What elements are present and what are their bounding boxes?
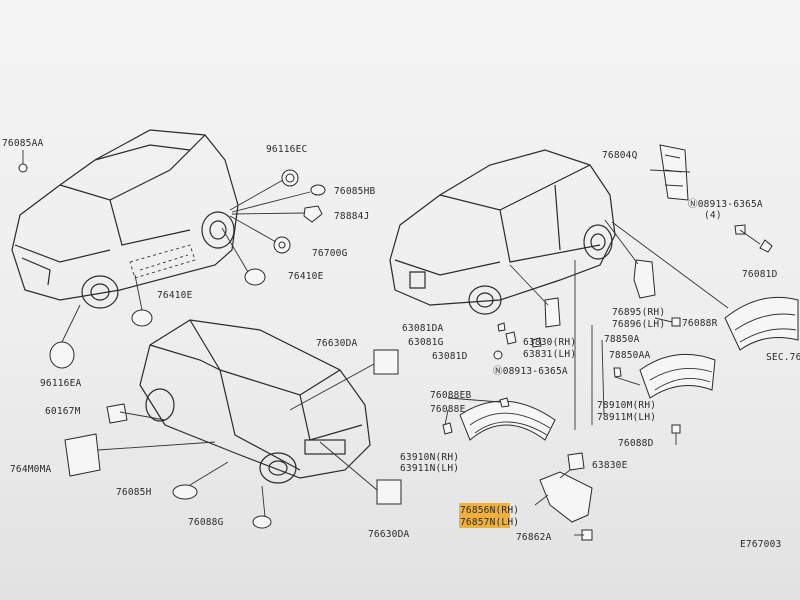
label-76088G: 76088G — [188, 517, 224, 528]
plug-76085HB — [310, 184, 326, 196]
label-78911MLH: 78911M(LH) — [597, 412, 656, 423]
label-76856NRH: 76856N(RH) — [460, 505, 519, 516]
label-76630DA-b: 76630DA — [368, 529, 410, 540]
label-76088R: 76088R — [682, 318, 718, 329]
label-76085HB: 76085HB — [334, 186, 376, 197]
label-63830RH: 63830(RH) — [523, 337, 576, 348]
plug-76410E-a — [244, 268, 266, 286]
pad-76630DA-b — [376, 479, 402, 505]
label-63081DA: 63081DA — [402, 323, 444, 334]
part-labels: 76085AA 96116EC 76085HB 78884J 76700G 76… — [2, 138, 800, 550]
leader-lines — [22, 150, 761, 536]
clip-76088G — [252, 515, 272, 529]
label-76857NLH: 76857N(LH) — [460, 517, 519, 528]
parts-right — [442, 144, 799, 541]
label-76088E: 76088E — [430, 404, 466, 415]
label-qty4: (4) — [704, 210, 722, 221]
label-76088D: 76088D — [618, 438, 654, 449]
screw-76862A — [581, 529, 593, 541]
label-76895RH: 76895(RH) — [612, 307, 665, 318]
label-76088EB: 76088EB — [430, 390, 472, 401]
guard-76804Q — [659, 144, 689, 201]
clip-76088D — [671, 424, 681, 434]
clip-63081D — [493, 350, 503, 360]
clip-76088E — [442, 422, 453, 435]
clip-63830E — [567, 452, 585, 471]
clip-78850A — [613, 367, 622, 378]
label-63830E: 63830E — [592, 460, 628, 471]
label-76630DA-a: 76630DA — [316, 338, 358, 349]
car-front-view — [11, 129, 239, 309]
label-63910NRH: 63910N(RH) — [400, 452, 459, 463]
clip-76081D — [759, 239, 773, 253]
label-SEC76: SEC.76 — [766, 352, 800, 363]
label-76896LH: 76896(LH) — [612, 319, 665, 330]
label-96116EA: 96116EA — [40, 378, 82, 389]
protector-63910N — [459, 400, 556, 441]
plug-76410E-b — [131, 309, 153, 327]
label-76700G: 76700G — [312, 248, 348, 259]
pad-76630DA-a — [373, 349, 399, 375]
grommet-96116EA — [49, 341, 75, 369]
label-76081D: 76081D — [742, 269, 778, 280]
label-78884J: 78884J — [334, 211, 370, 222]
pad-60167M — [106, 403, 128, 424]
pad-764MOMA — [64, 433, 101, 477]
label-76804Q: 76804Q — [602, 150, 638, 161]
label-60167M: 60167M — [45, 406, 81, 417]
label-63911NLH: 63911N(LH) — [400, 463, 459, 474]
car-rear-view — [139, 319, 371, 484]
label-76085AA: 76085AA — [2, 138, 44, 149]
plug-76085H — [172, 484, 198, 500]
clip-N08913-b — [531, 337, 542, 348]
clip-63081DA — [497, 322, 506, 332]
label-78850A: 78850A — [604, 334, 640, 345]
label-63831LH: 63831(LH) — [523, 349, 576, 360]
parts-left — [18, 163, 402, 529]
label-78850AA: 78850AA — [609, 350, 651, 361]
liner-SEC76 — [724, 296, 799, 351]
label-78910MRH: 78910M(RH) — [597, 400, 656, 411]
label-76862A: 76862A — [516, 532, 552, 543]
clip-76088EB — [499, 397, 510, 408]
clip-76085AA — [18, 163, 28, 173]
clip-76088R — [671, 317, 681, 327]
label-76410E-b: 76410E — [157, 290, 193, 301]
highlight-76856N-76857N — [459, 503, 510, 528]
label-76085H: 76085H — [116, 487, 152, 498]
protector-78910M — [639, 353, 716, 399]
label-N08913-6365A-b: Ⓝ08913-6365A — [493, 366, 568, 377]
label-96116EC: 96116EC — [266, 144, 307, 155]
diagram-id: E767003 — [740, 539, 781, 550]
mudguard-76856N — [539, 471, 593, 523]
label-63081D: 63081D — [432, 351, 468, 362]
label-76410E-a: 76410E — [288, 271, 324, 282]
label-764MOMA: 764M0MA — [10, 464, 52, 475]
car-side-view — [389, 149, 616, 315]
clip-63081G — [505, 331, 517, 345]
label-63081G: 63081G — [408, 337, 444, 348]
bracket-63830 — [544, 297, 561, 328]
mudguard-76895 — [633, 259, 656, 299]
label-N08913-6365A-a: Ⓝ08913-6365A — [688, 199, 763, 210]
clip-78884J — [303, 205, 323, 223]
